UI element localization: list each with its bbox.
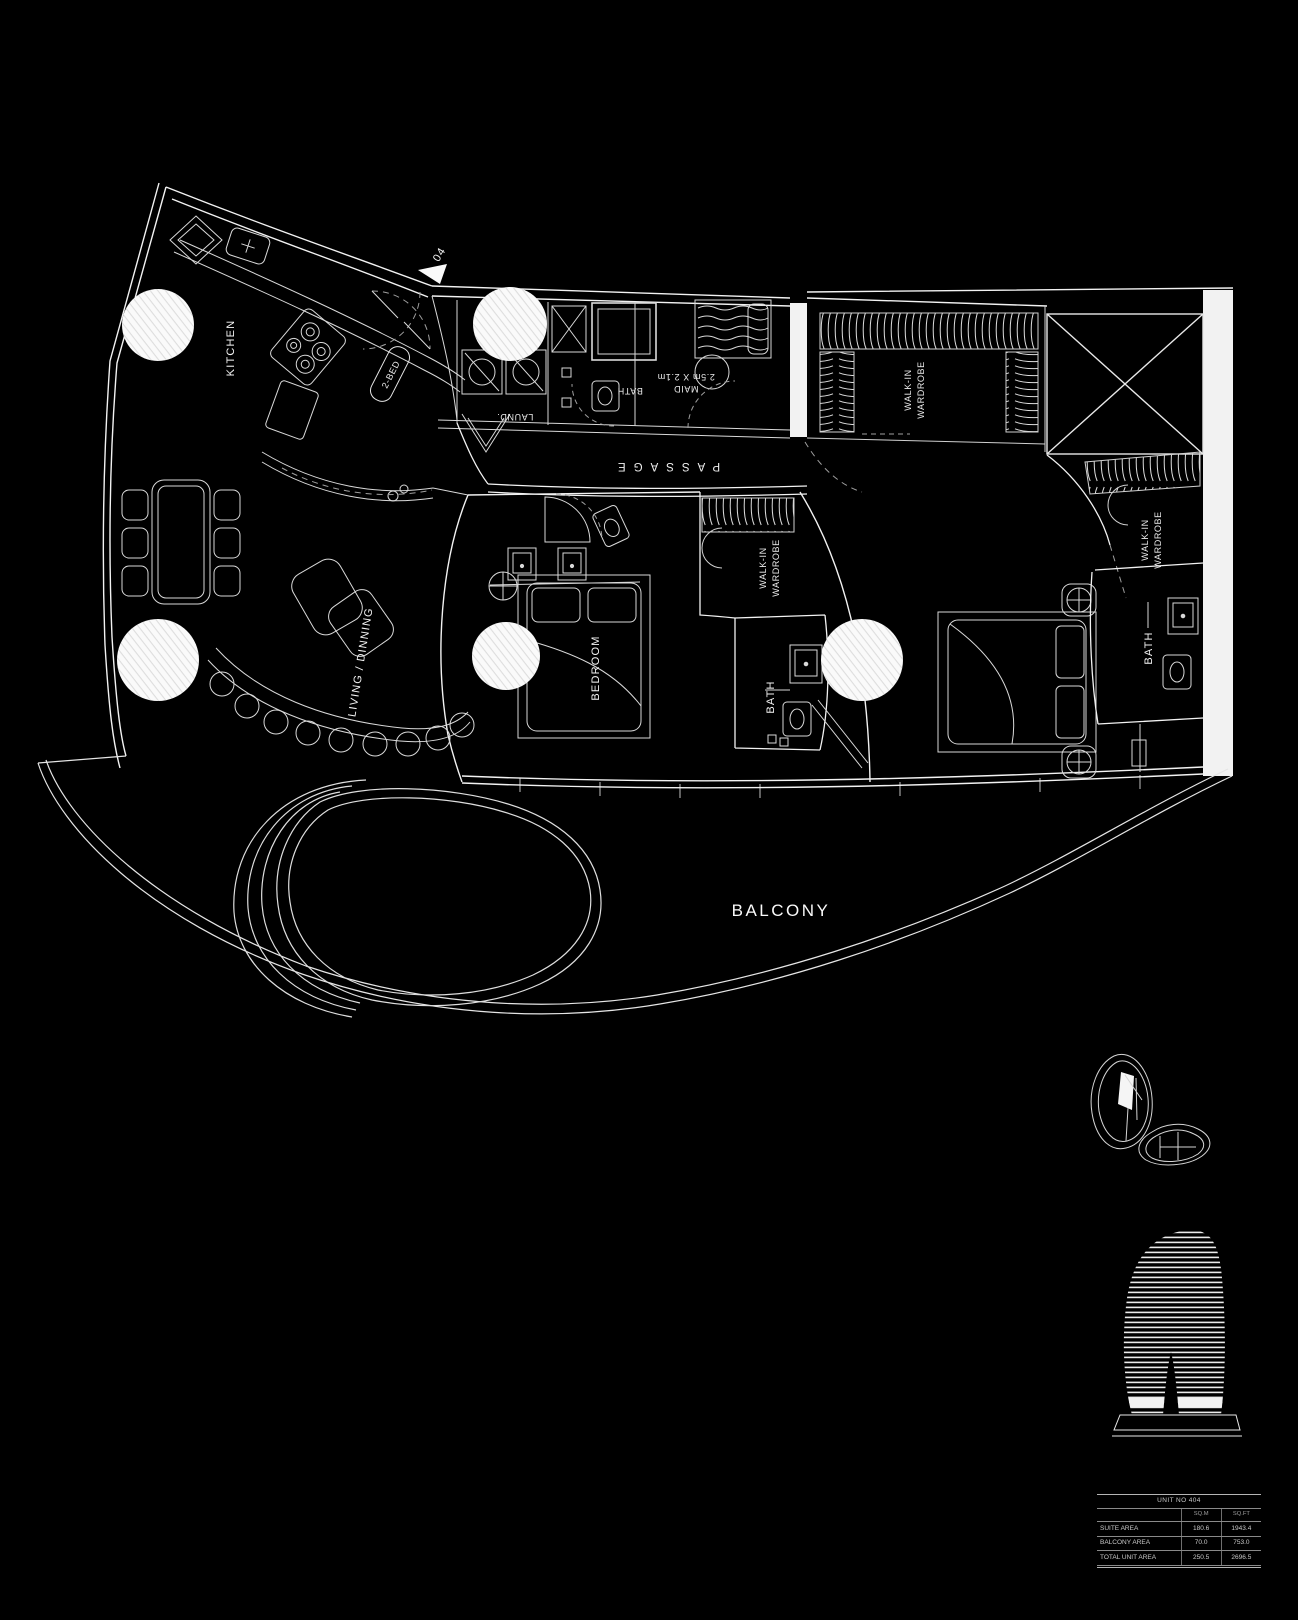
pool-shape: [233, 779, 602, 1018]
living-dining-label: LIVING / DINNING: [346, 606, 375, 717]
column-icon: [122, 289, 194, 361]
sink-icon: [1167, 597, 1199, 635]
shaft-box: [1046, 313, 1204, 455]
laundry-label: LAUND.: [497, 412, 534, 422]
column-icon: [473, 287, 547, 361]
balcony-area: [37, 755, 1233, 1018]
column-icon: [472, 622, 540, 690]
kitchen-corner-unit-icon: [169, 215, 223, 265]
entry-area: [371, 264, 511, 453]
area-table-title: UNIT NO 404: [1097, 1494, 1261, 1509]
column-icon: [117, 619, 199, 701]
maid-label: MAID: [674, 384, 699, 394]
col-sqft: SQ.FT: [1220, 1508, 1261, 1522]
wardrobe-right-label-1: WALK-IN: [1140, 519, 1150, 560]
toilet-icon: [1162, 654, 1192, 690]
unit-marker-label: 04: [431, 245, 449, 264]
bed-icon: [937, 611, 1097, 753]
kitchen-island-icon: [265, 380, 319, 440]
area-table-header: SQ.M SQ.FT: [1097, 1508, 1261, 1523]
wardrobe-middle-label-1: WALK-IN: [758, 547, 768, 588]
walk-in-wardrobe-top: [806, 306, 1046, 452]
bathroom-middle: [734, 614, 829, 751]
toilet-icon: [591, 380, 620, 412]
podium: [1113, 1414, 1241, 1431]
bath-right-label: BATH: [1143, 631, 1155, 664]
maid-bed-icon: [694, 299, 772, 359]
toilet-icon: [782, 701, 812, 737]
washing-machine-icon: [461, 349, 503, 395]
dining-table-icon: [121, 479, 241, 605]
master-bedroom: [799, 454, 1127, 783]
maid-room: [687, 299, 772, 429]
wardrobe-top-label-1: WALK-IN: [903, 369, 913, 410]
wardrobe-middle-label-2: WARDROBE: [771, 539, 781, 596]
bedroom-label: BEDROOM: [590, 635, 602, 700]
table-row-balcony: BALCONY AREA 70.0 753.0: [1097, 1536, 1261, 1552]
living-dining-area: [121, 479, 475, 757]
col-sqm: SQ.M: [1180, 1508, 1221, 1522]
sink-icon: [507, 547, 537, 581]
unit-highlight: [1118, 1072, 1134, 1110]
maid-bathroom: [551, 302, 657, 427]
toilet-icon: [592, 505, 630, 547]
passage-label: PASSAGE: [610, 460, 720, 472]
armchair-icon: [291, 558, 394, 657]
key-plan: [1090, 1053, 1211, 1166]
nightstand-icon: [1061, 745, 1097, 779]
kitchen-label: KITCHEN: [225, 320, 237, 377]
structural-columns: [117, 287, 903, 701]
balcony-label: BALCONY: [732, 901, 831, 920]
two-bed-tag: [369, 346, 411, 402]
sink-icon: [557, 547, 587, 581]
walk-in-wardrobe-right: [1084, 451, 1201, 526]
area-table: UNIT NO 404 SQ.M SQ.FT SUITE AREA 180.6 …: [1097, 1494, 1261, 1569]
bathroom-right: [1089, 562, 1204, 772]
table-row-suite: SUITE AREA 180.6 1943.4: [1097, 1522, 1261, 1537]
sink-icon: [789, 644, 823, 684]
walk-in-wardrobe-middle: [699, 492, 795, 619]
wardrobe-top-label-2: WARDROBE: [916, 361, 926, 418]
entry-marker-icon: [418, 264, 447, 284]
stove-icon: [270, 308, 346, 386]
kitchen-sink-icon: [225, 227, 271, 265]
kitchen-area: [169, 215, 469, 502]
column-icon: [821, 619, 903, 701]
unit-outline: [102, 182, 1234, 798]
ceiling-fixture-icon: [488, 571, 518, 601]
wardrobe-right-label-2: WARDROBE: [1153, 511, 1163, 568]
maid-bath-label: BATH: [617, 386, 643, 396]
maid-dims-label: 2.5m X 2.1m: [657, 372, 715, 382]
table-row-total: TOTAL UNIT AREA 250.5 2696.5: [1097, 1551, 1261, 1566]
bath-middle-label: BATH: [765, 680, 777, 713]
building-elevation: [1112, 1230, 1242, 1437]
sofa-icon: [207, 647, 475, 757]
